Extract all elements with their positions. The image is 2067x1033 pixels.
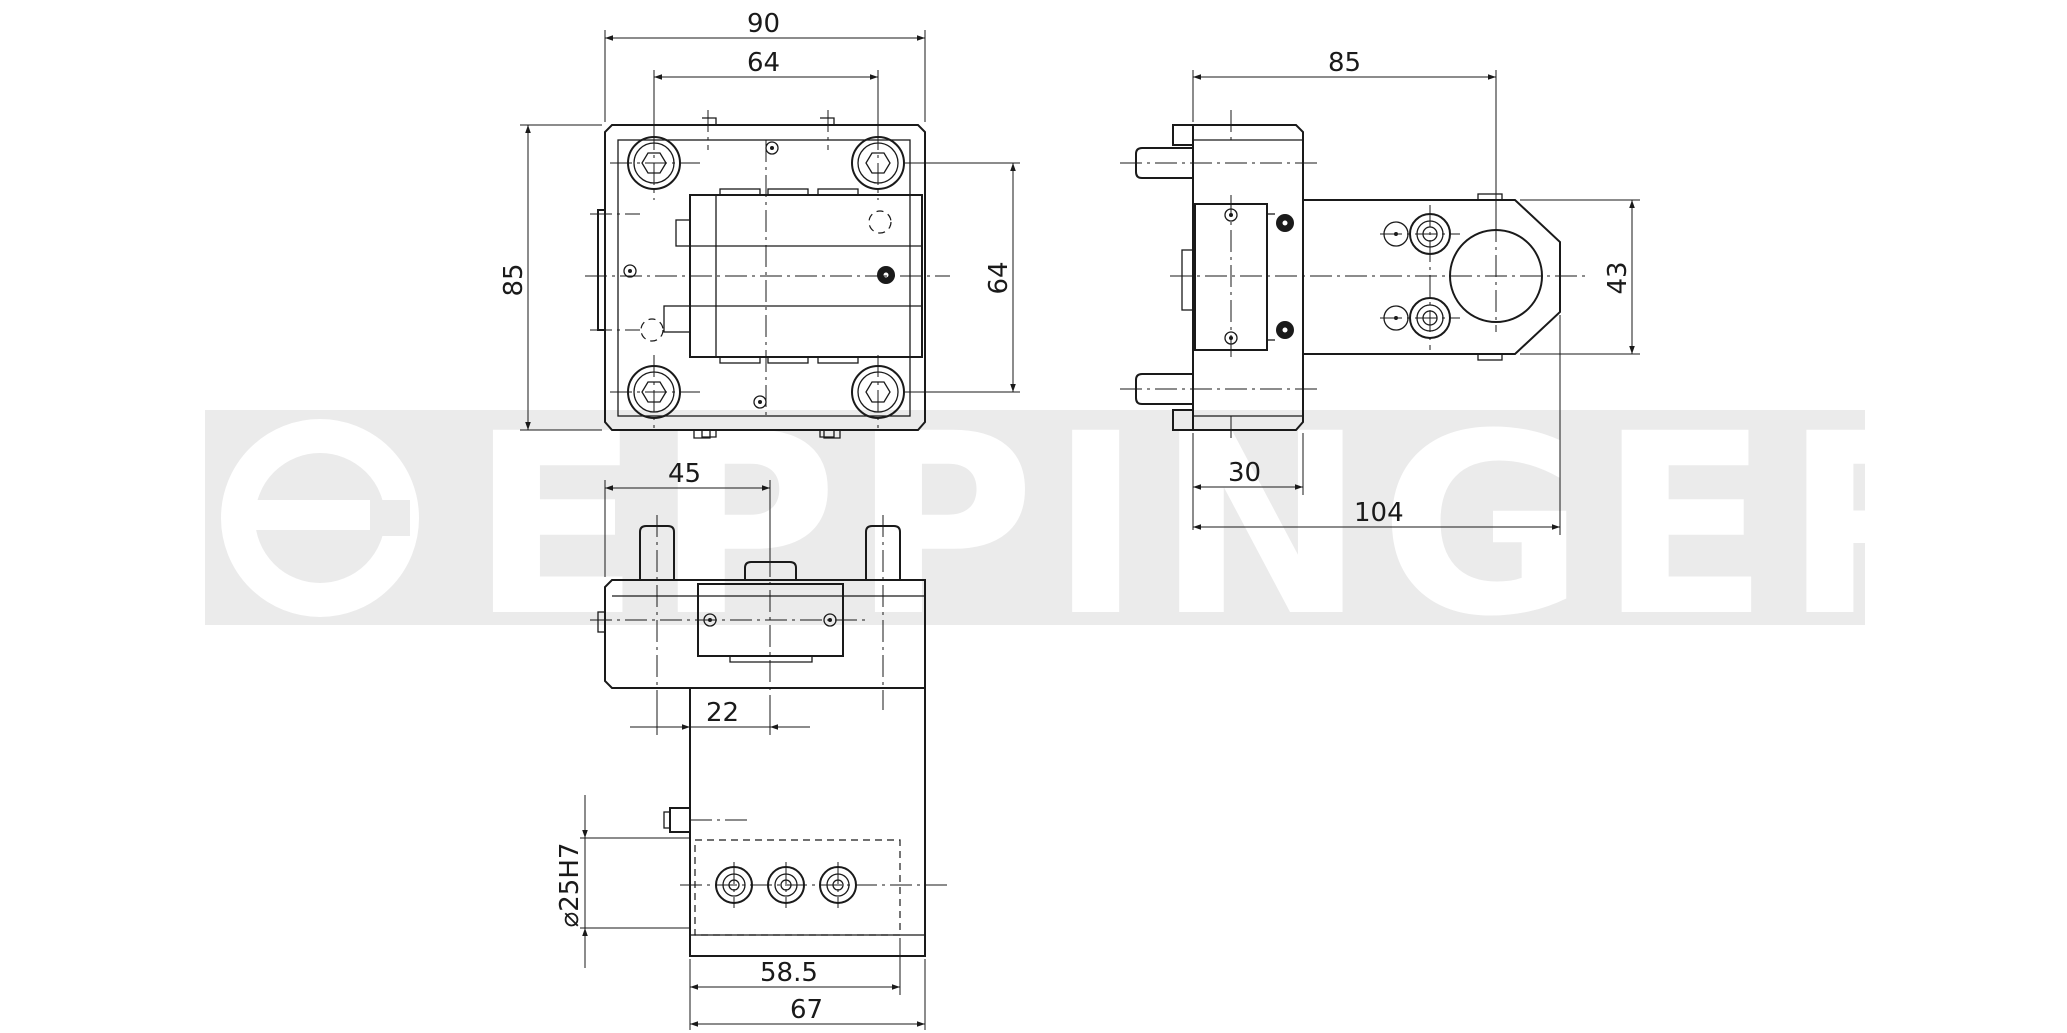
dim-front-width: 67	[790, 995, 823, 1025]
dim-front-depth: 58.5	[760, 958, 818, 988]
top-view-body	[604, 124, 926, 431]
watermark-band	[205, 410, 1865, 625]
front-view-bore-hidden	[694, 839, 901, 936]
front-view-base	[604, 579, 926, 689]
dim-front-bore: ⌀25H7	[555, 843, 585, 928]
eppinger-watermark: EPPINGER	[205, 380, 1976, 671]
dim-top-width: 90	[747, 9, 780, 39]
dim-top-holes: 64	[984, 261, 1014, 294]
dim-side-width: 85	[1328, 48, 1361, 78]
eppinger-logo-icon	[221, 419, 419, 617]
side-view: 85 43 30 104	[1120, 48, 1640, 535]
dim-front-offset-45: 45	[668, 459, 701, 489]
dim-side-height: 43	[1603, 261, 1633, 294]
dim-side-offset: 30	[1228, 458, 1261, 488]
front-view-holder	[689, 688, 926, 957]
dim-top-height: 85	[499, 263, 529, 296]
front-view: 45 22 ⌀25H7 58.5 67	[555, 459, 950, 1030]
dim-side-total: 104	[1354, 498, 1404, 528]
dim-top-inner: 64	[747, 48, 780, 78]
top-view: 90 64 85 64	[499, 9, 1020, 439]
dim-front-offset-22: 22	[706, 698, 739, 728]
